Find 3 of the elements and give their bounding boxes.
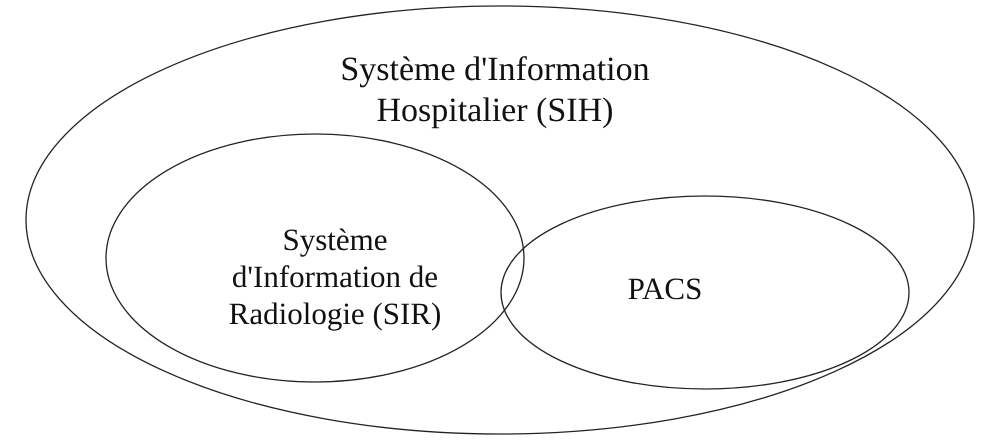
node-label: Système d'Information Hospitalier (SIH) <box>339 50 651 131</box>
node-label: Système d'Information de Radiologie (SIR) <box>228 221 442 333</box>
node-label: PACS <box>626 270 704 308</box>
